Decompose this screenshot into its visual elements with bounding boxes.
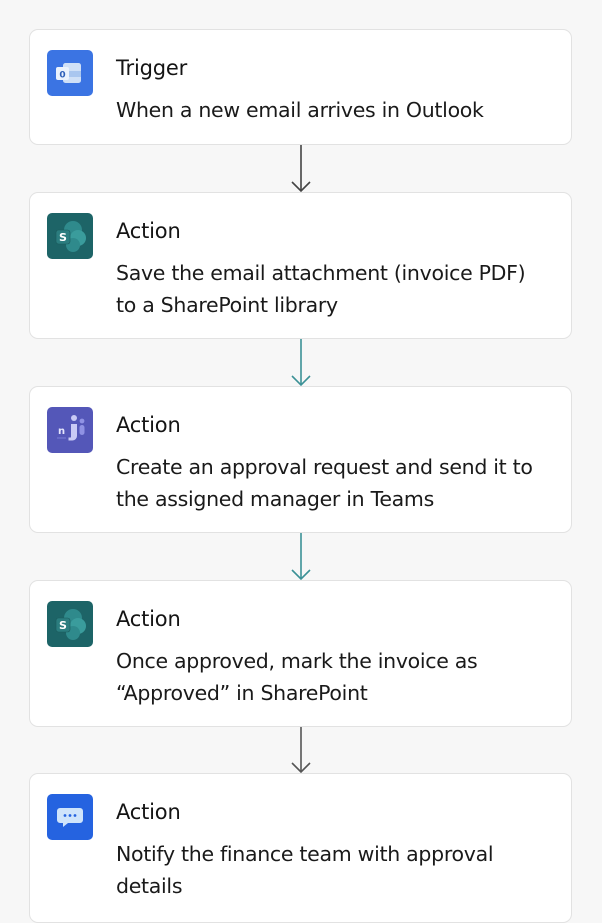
step-type-label: Trigger [116, 56, 188, 80]
step-description: Notify the finance team with approval de… [116, 842, 494, 898]
step-description: Save the email attachment (invoice PDF) … [116, 261, 526, 317]
step-description: When a new email arrives in Outlook [116, 98, 484, 122]
connector-arrow [290, 533, 312, 581]
flow-step-save-attachment[interactable]: S Action Save the email attachment (invo… [29, 192, 572, 339]
flow-step-mark-approved[interactable]: S Action Once approved, mark the invoice… [29, 580, 572, 727]
step-type-label: Action [116, 413, 181, 437]
step-description: Once approved, mark the invoice as “Appr… [116, 649, 478, 705]
connector-arrow [290, 339, 312, 387]
svg-text:S: S [59, 619, 67, 632]
sharepoint-icon: S [47, 601, 93, 647]
step-type-label: Action [116, 607, 181, 631]
connector-arrow [290, 145, 312, 193]
step-type-label: Action [116, 219, 181, 243]
step-type-label: Action [116, 800, 181, 824]
chat-message-icon [47, 794, 93, 840]
sharepoint-icon: S [47, 213, 93, 259]
svg-text:S: S [59, 231, 67, 244]
flow-step-trigger[interactable]: 0 Trigger When a new email arrives in Ou… [29, 29, 572, 145]
svg-text:0: 0 [59, 71, 65, 81]
step-description: Create an approval request and send it t… [116, 455, 533, 511]
outlook-icon: 0 [47, 50, 93, 96]
flow-step-approval-request[interactable]: n Action Create an approval request and … [29, 386, 572, 533]
flow-step-notify-finance[interactable]: Action Notify the finance team with appr… [29, 773, 572, 923]
teams-icon: n [47, 407, 93, 453]
svg-text:n: n [58, 426, 65, 437]
connector-arrow [290, 727, 312, 775]
